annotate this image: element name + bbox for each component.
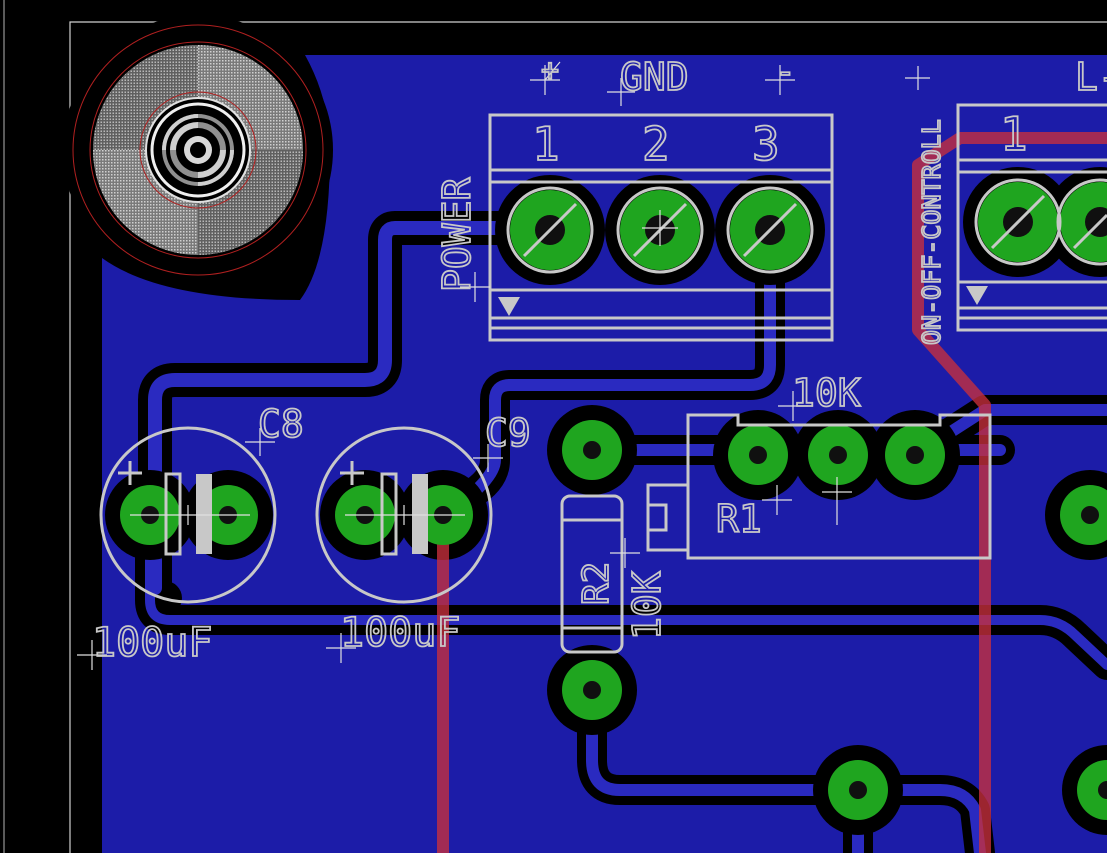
on-off-terminal-outline <box>956 103 1107 332</box>
label-c8-value: 100uF <box>92 620 212 666</box>
label-c8: C8 <box>258 402 304 446</box>
pad-bottom-mid[interactable] <box>828 760 888 820</box>
label-pin-1-right: 1 <box>1000 107 1028 161</box>
label-pin-1: 1 <box>532 117 560 171</box>
c9-outline <box>315 426 493 604</box>
label-pin-2: 2 <box>642 117 670 171</box>
pad-r1-1[interactable] <box>728 425 788 485</box>
label-gnd: GND <box>620 55 689 99</box>
pad-r2-top[interactable] <box>562 420 622 480</box>
pad-bottom-right[interactable] <box>1077 760 1107 820</box>
pad-r2-bottom[interactable] <box>562 660 622 720</box>
r2-outline <box>560 494 624 654</box>
pad-r1-2[interactable] <box>808 425 868 485</box>
board-outline <box>69 21 1107 853</box>
mounting-hole-icon[interactable] <box>63 15 333 285</box>
pad-right-edge[interactable] <box>1060 485 1107 545</box>
label-c9-value: 100uF <box>340 610 460 656</box>
label-minus: - <box>775 52 795 92</box>
label-l: L- <box>1075 55 1107 99</box>
r1-outline <box>646 413 992 560</box>
label-r1: R1 <box>716 497 762 541</box>
label-pin-3: 3 <box>752 117 780 171</box>
triangle-down-icon <box>966 286 988 305</box>
pad-r1-3[interactable] <box>885 425 945 485</box>
label-on-off: ON-OFF-CONTROLL <box>917 119 946 345</box>
silk-labels: + GND - L- 1 2 3 1 POWER ON-OFF-CONTROLL… <box>91 51 1107 667</box>
triangle-down-icon <box>498 297 520 316</box>
c8-outline <box>99 426 277 604</box>
label-r2: R2 <box>576 562 617 605</box>
label-plus: + <box>541 53 559 88</box>
power-terminal-outline <box>488 113 834 342</box>
label-c9: C9 <box>485 411 531 455</box>
label-r2-value: 10K <box>625 571 669 640</box>
origin-markers <box>77 61 930 670</box>
label-power: POWER <box>435 177 479 292</box>
top-traces <box>437 132 1107 853</box>
label-r1-value: 10K <box>792 371 861 415</box>
